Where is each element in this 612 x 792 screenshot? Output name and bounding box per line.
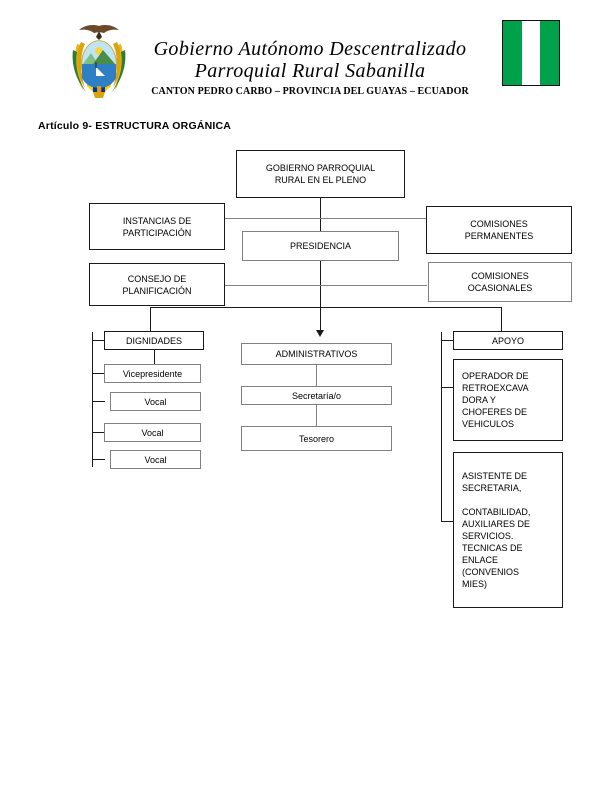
node-vocal-3-label: Vocal (144, 454, 167, 465)
edge-stub-asistente (441, 521, 454, 523)
node-tesorero-label: Tesorero (298, 433, 334, 444)
node-vocal-1-label: Vocal (144, 396, 167, 407)
organization-title: Gobierno Autónomo Descentralizado Parroq… (140, 38, 480, 82)
node-instancias-participacion[interactable]: INSTANCIAS DE PARTICIPACIÓN (89, 203, 225, 250)
article-heading: Artículo 9- ESTRUCTURA ORGÁNICA (38, 120, 232, 132)
edge-secretaria-tesorero (316, 404, 318, 427)
node-consejo-planificacion[interactable]: CONSEJO DE PLANIFICACIÓN (89, 263, 225, 306)
node-asistente-secretaria[interactable]: ASISTENTE DE SECRETARIA, CONTABILIDAD, A… (453, 452, 563, 608)
edge-dignidades-spine (92, 332, 94, 467)
node-operador-retroexcavadora[interactable]: OPERADOR DE RETROEXCAVA DORA Y CHOFERES … (453, 359, 563, 441)
edge-dignidades-vicepresidente (154, 350, 156, 364)
edge-stub-operador (441, 387, 454, 389)
node-pleno[interactable]: GOBIERNO PARROQUIAL RURAL EN EL PLENO (236, 150, 405, 198)
node-instancias-participacion-label: INSTANCIAS DE PARTICIPACIÓN (122, 215, 192, 238)
edge-distribution-bar (150, 307, 502, 309)
organization-subtitle: CANTON PEDRO CARBO – PROVINCIA DEL GUAYA… (151, 86, 469, 97)
node-consejo-planificacion-label: CONSEJO DE PLANIFICACIÓN (122, 273, 192, 296)
node-administrativos[interactable]: ADMINISTRATIVOS (241, 343, 392, 365)
node-operador-retroexcavadora-label: OPERADOR DE RETROEXCAVA DORA Y CHOFERES … (462, 371, 529, 429)
edge-pleno-spine (320, 198, 322, 332)
sabanilla-flag-icon (502, 20, 560, 86)
node-comisiones-permanentes[interactable]: COMISIONES PERMANENTES (426, 206, 572, 254)
node-apoyo[interactable]: APOYO (453, 331, 563, 350)
edge-stub-vicepresidente (92, 373, 105, 375)
node-vocal-3[interactable]: Vocal (110, 450, 201, 469)
node-secretaria-label: Secretaría/o (291, 390, 342, 401)
node-dignidades[interactable]: DIGNIDADES (104, 331, 204, 350)
edge-stub-dignidades (92, 340, 105, 342)
edge-stub-vocal1 (92, 401, 105, 403)
edge-pleno-instancias (225, 218, 321, 220)
node-administrativos-label: ADMINISTRATIVOS (275, 349, 358, 359)
node-vicepresidente[interactable]: Vicepresidente (104, 364, 201, 383)
flag-band-right (540, 21, 560, 85)
ecuador-coat-of-arms-icon (72, 25, 126, 98)
node-presidencia[interactable]: PRESIDENCIA (242, 231, 399, 261)
node-secretaria[interactable]: Secretaría/o (241, 386, 392, 405)
edge-arrowhead-administrativos (316, 330, 324, 337)
node-asistente-secretaria-label: ASISTENTE DE SECRETARIA, CONTABILIDAD, A… (462, 471, 531, 589)
node-comisiones-ocasionales[interactable]: COMISIONES OCASIONALES (428, 262, 572, 302)
edge-stub-apoyo (441, 340, 454, 342)
edge-pleno-comisiones-permanentes (320, 218, 426, 220)
document-header: Gobierno Autónomo Descentralizado Parroq… (0, 0, 612, 112)
node-vocal-1[interactable]: Vocal (110, 392, 201, 411)
flag-band-mid (521, 21, 541, 85)
node-presidencia-label: PRESIDENCIA (289, 241, 351, 251)
node-tesorero[interactable]: Tesorero (241, 426, 392, 451)
node-comisiones-ocasionales-label: COMISIONES OCASIONALES (467, 271, 533, 293)
edge-apoyo-spine (441, 332, 443, 522)
node-vocal-2[interactable]: Vocal (104, 423, 201, 442)
node-vicepresidente-label: Vicepresidente (122, 368, 183, 379)
edge-drop-dignidades (150, 307, 152, 332)
node-pleno-label: GOBIERNO PARROQUIAL RURAL EN EL PLENO (265, 163, 376, 185)
edge-stub-vocal2 (92, 432, 105, 434)
flag-band-left (503, 21, 522, 85)
organization-title-line1: Gobierno Autónomo Descentralizado (153, 38, 467, 60)
edge-consejo-comisiones-ocasionales (225, 285, 427, 287)
edge-drop-apoyo (501, 307, 503, 332)
edge-stub-vocal3 (92, 459, 105, 461)
organization-title-line2: Parroquial Rural Sabanilla (194, 60, 426, 82)
node-vocal-2-label: Vocal (141, 427, 164, 438)
node-apoyo-label: APOYO (491, 335, 524, 346)
node-comisiones-permanentes-label: COMISIONES PERMANENTES (464, 219, 534, 241)
edge-administrativos-secretaria (316, 365, 318, 387)
node-dignidades-label: DIGNIDADES (125, 335, 182, 346)
